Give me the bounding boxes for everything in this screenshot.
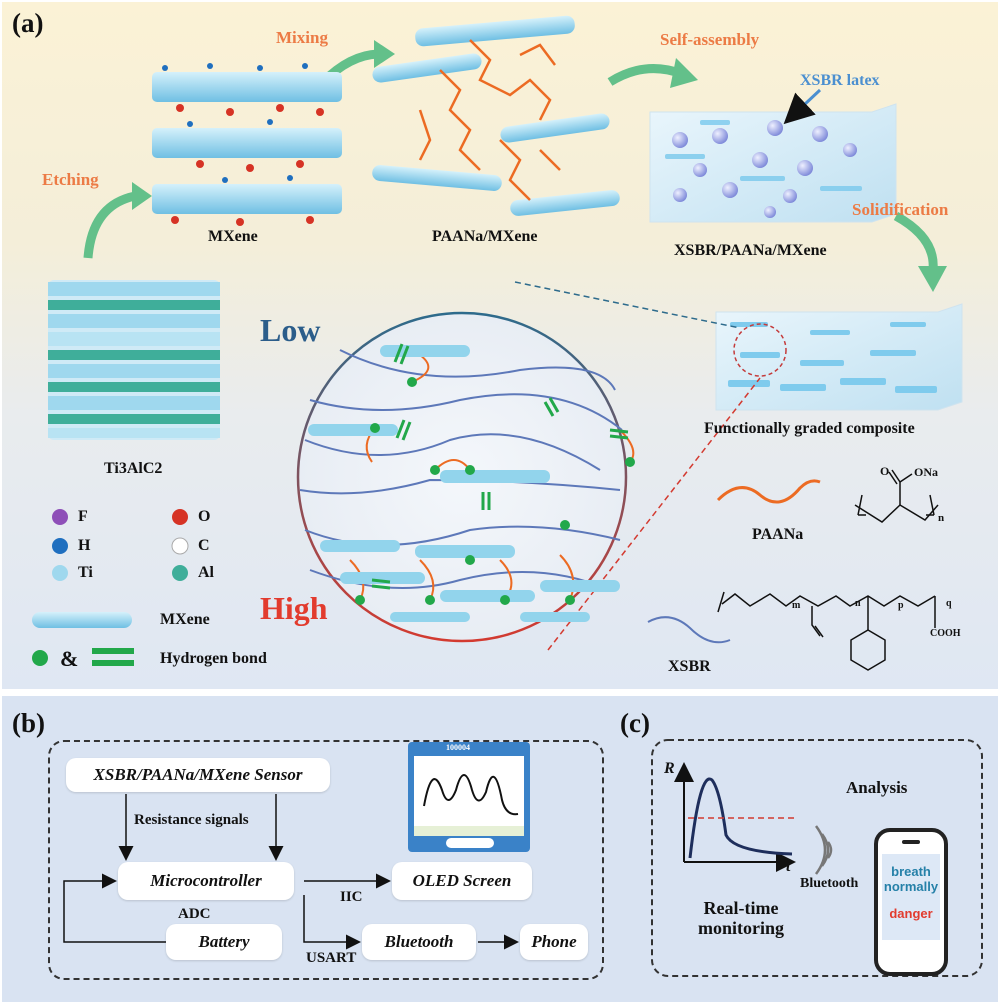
battery-box: Battery	[166, 924, 282, 960]
mxene-legend-sheet	[32, 612, 132, 628]
paana-ona-group: ONa	[914, 465, 938, 479]
etching-label: Etching	[42, 170, 99, 189]
legend-ti: Ti	[78, 564, 93, 581]
microcontroller-box: Microcontroller	[118, 862, 294, 900]
phone-box: Phone	[520, 924, 588, 960]
paana-o-atom: O	[880, 464, 890, 478]
phone-icon: breath normally danger	[874, 828, 948, 976]
high-label: High	[260, 590, 328, 626]
panel-b-frame	[48, 740, 604, 980]
paana-structure	[716, 469, 939, 523]
monitoring-label: monitoring	[697, 918, 784, 938]
xsbr-paana-mxene-block	[649, 88, 897, 223]
zoom-circle	[296, 311, 635, 643]
mixing-label: Mixing	[276, 28, 328, 47]
breath-text: breath	[891, 864, 931, 879]
normally-text: normally	[883, 879, 939, 894]
legend-ampersand: &	[60, 646, 79, 671]
iic-label: IIC	[340, 889, 363, 905]
legend-mxene-label: MXene	[160, 611, 210, 628]
xsbr-p-subscript: p	[898, 600, 904, 611]
panel-c-label: (c)	[620, 708, 650, 738]
legend-f: F	[78, 508, 88, 525]
resistance-signals-label: Resistance signals	[134, 812, 249, 828]
ti3alc2-crystal	[48, 280, 220, 440]
process-arrows	[83, 40, 947, 292]
usart-label: USART	[306, 950, 357, 966]
legend-al: Al	[198, 564, 214, 581]
panel-a-label: (a)	[12, 8, 44, 38]
oled-screen-box: OLED Screen	[392, 862, 532, 900]
xsbr-label: XSBR	[668, 658, 711, 675]
bluetooth-label: Bluetooth	[800, 876, 859, 891]
xsbr-q-subscript: q	[946, 598, 952, 609]
analysis-label: Analysis	[846, 778, 908, 797]
solidification-label: Solidification	[852, 200, 949, 219]
low-label: Low	[260, 312, 321, 348]
danger-text: danger	[889, 906, 933, 921]
bluetooth-box: Bluetooth	[362, 924, 476, 960]
xsbr-m-subscript: m	[792, 600, 801, 611]
legend-c: C	[198, 537, 210, 554]
xsbr-paana-mxene-caption: XSBR/PAANa/MXene	[674, 242, 827, 259]
hbond-bars-icon	[92, 648, 134, 654]
xsbr-cooh-group: COOH	[930, 628, 961, 639]
graded-composite-block	[715, 303, 963, 411]
paana-mxene-caption: PAANa/MXene	[432, 228, 538, 245]
hbond-dot-icon	[32, 650, 48, 666]
paana-label: PAANa	[752, 526, 804, 543]
mxene-stack-graphic	[152, 63, 342, 226]
xsbr-structure	[647, 592, 936, 671]
r-axis-label: R	[664, 760, 675, 777]
legend-hbond-label: Hydrogen bond	[160, 650, 267, 667]
phone-screen: breath normally danger	[882, 854, 940, 940]
paana-n-subscript: n	[938, 512, 945, 524]
adc-label: ADC	[178, 906, 211, 922]
t-axis-label: t	[786, 858, 791, 875]
panel-b-label: (b)	[12, 708, 45, 738]
legend-o: O	[198, 508, 211, 525]
atom-legend	[32, 509, 189, 666]
xsbr-n-subscript: n	[855, 598, 861, 609]
realtime-label: Real-time	[703, 898, 779, 918]
xsbr-latex-caption: XSBR latex	[800, 72, 880, 89]
self-assembly-label: Self-assembly	[660, 30, 760, 49]
sensor-box: XSBR/PAANa/MXene Sensor	[66, 758, 330, 792]
paana-mxene-graphic	[372, 15, 620, 216]
graded-composite-caption: Functionally graded composite	[704, 420, 915, 437]
legend-h: H	[78, 537, 91, 554]
oled-header-text: 100004	[446, 743, 470, 752]
ti3alc2-caption: Ti3AlC2	[104, 460, 163, 477]
mxene-caption: MXene	[208, 228, 258, 245]
